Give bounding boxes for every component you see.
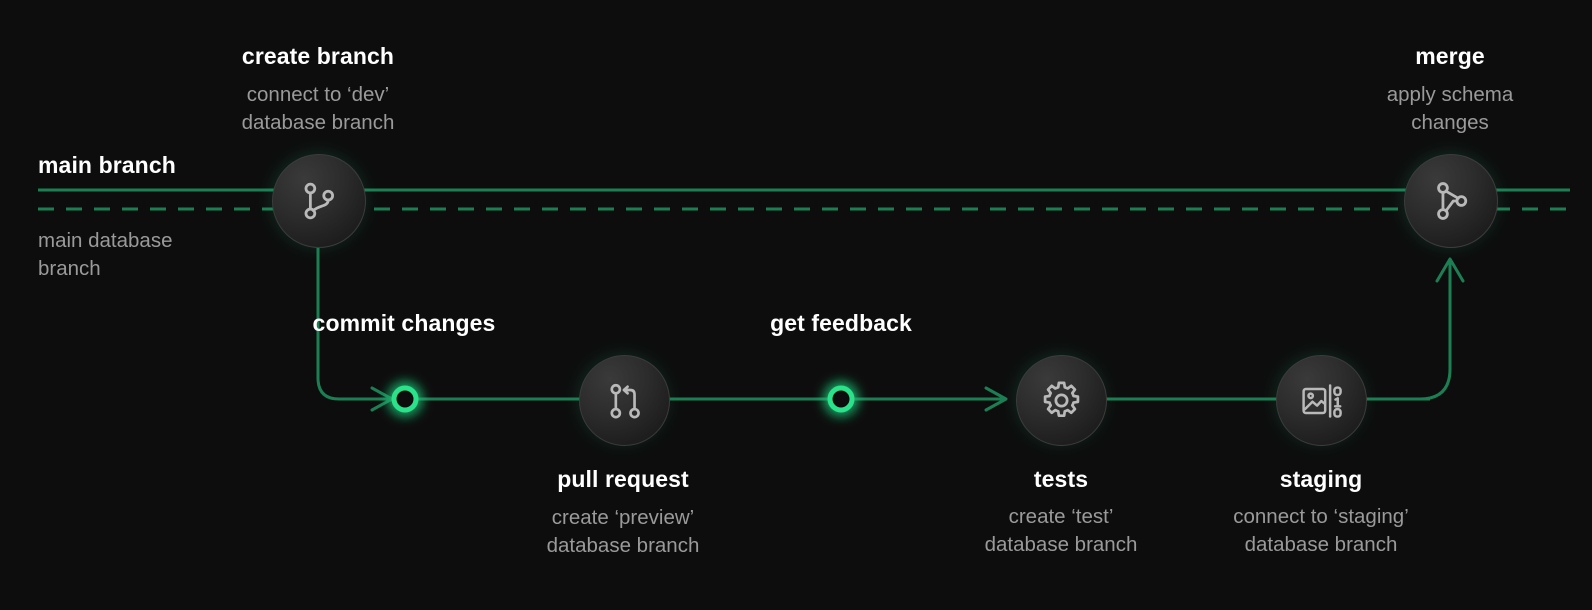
node-staging[interactable] xyxy=(1276,355,1367,446)
get-feedback-ring-node[interactable] xyxy=(827,385,855,413)
git-branch-icon xyxy=(296,178,342,224)
commit-changes-title: commit changes xyxy=(312,310,496,336)
gear-icon xyxy=(1039,378,1084,423)
git-pull-request-icon xyxy=(603,379,647,423)
tests-subtitle: create ‘test’ database branch xyxy=(984,505,1138,556)
create-branch-subtitle: connect to ‘dev’ database branch xyxy=(241,83,395,134)
feature-branch-arrowhead-tests xyxy=(984,386,1008,412)
tests-title: tests xyxy=(1033,466,1089,492)
pull-request-title: pull request xyxy=(557,466,689,492)
commit-changes-ring-node[interactable] xyxy=(391,385,419,413)
git-merge-icon xyxy=(1428,178,1474,224)
branch-drop-path xyxy=(316,244,394,401)
get-feedback-title: get feedback xyxy=(770,310,912,336)
node-pull-request[interactable] xyxy=(579,355,670,446)
image-binary-icon xyxy=(1299,378,1345,424)
node-tests[interactable] xyxy=(1016,355,1107,446)
node-merge[interactable] xyxy=(1404,154,1498,248)
node-create-branch[interactable] xyxy=(272,154,366,248)
create-branch-title: create branch xyxy=(241,43,395,69)
pull-request-subtitle: create ‘preview’ database branch xyxy=(546,506,700,557)
main-database-branch-label: main database branch xyxy=(38,229,173,280)
merge-title: merge xyxy=(1415,43,1485,69)
main-branch-label: main branch xyxy=(38,152,176,178)
merge-rise-arrowhead xyxy=(1435,257,1465,283)
merge-subtitle: apply schema changes xyxy=(1386,83,1514,134)
staging-subtitle: connect to ‘staging’ database branch xyxy=(1233,505,1409,556)
merge-rise-path xyxy=(1418,260,1452,401)
staging-title: staging xyxy=(1279,466,1363,492)
